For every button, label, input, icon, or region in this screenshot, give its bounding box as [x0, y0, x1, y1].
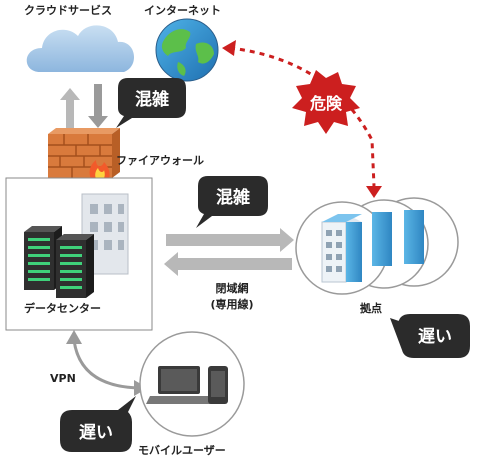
congestion-text-cloud: 混雑 — [135, 89, 169, 110]
mobile-devices-icon — [139, 331, 245, 437]
firewall-icon — [48, 128, 120, 186]
slow-text-branch: 遅い — [418, 327, 452, 347]
congestion-bubble-network — [196, 176, 268, 228]
server-rack-icon — [24, 226, 94, 298]
branch-label: 拠点 — [360, 302, 382, 315]
vpn-arrow — [66, 330, 148, 396]
congestion-text-network: 混雑 — [216, 187, 250, 208]
closed-network-label: 閉域網 (専用線) — [202, 280, 262, 312]
slow-bubble-mobile — [60, 396, 136, 452]
congestion-bubble-cloud — [116, 78, 186, 128]
globe-icon — [155, 18, 219, 82]
cloud-traffic-arrows — [60, 84, 108, 128]
danger-path — [222, 40, 382, 198]
cloud-services-label: クラウドサービス — [24, 4, 112, 17]
slow-text-mobile: 遅い — [79, 423, 113, 443]
data-center-label: データセンター — [24, 302, 101, 315]
closed-network-arrows — [164, 228, 294, 276]
slow-bubble-branch — [390, 314, 470, 358]
cloud-icon — [26, 25, 135, 72]
closed-network-label-line1: 閉域網 — [215, 282, 249, 295]
vpn-label: VPN — [50, 372, 76, 385]
danger-burst-icon — [292, 70, 360, 134]
internet-label: インターネット — [144, 4, 221, 17]
mobile-users-label: モバイルユーザー — [138, 444, 226, 457]
branch-offices-icon — [295, 197, 459, 295]
closed-network-label-line2: (専用線) — [210, 298, 254, 311]
firewall-label: ファイアウォール — [116, 154, 204, 167]
danger-text: 危険 — [310, 94, 343, 113]
